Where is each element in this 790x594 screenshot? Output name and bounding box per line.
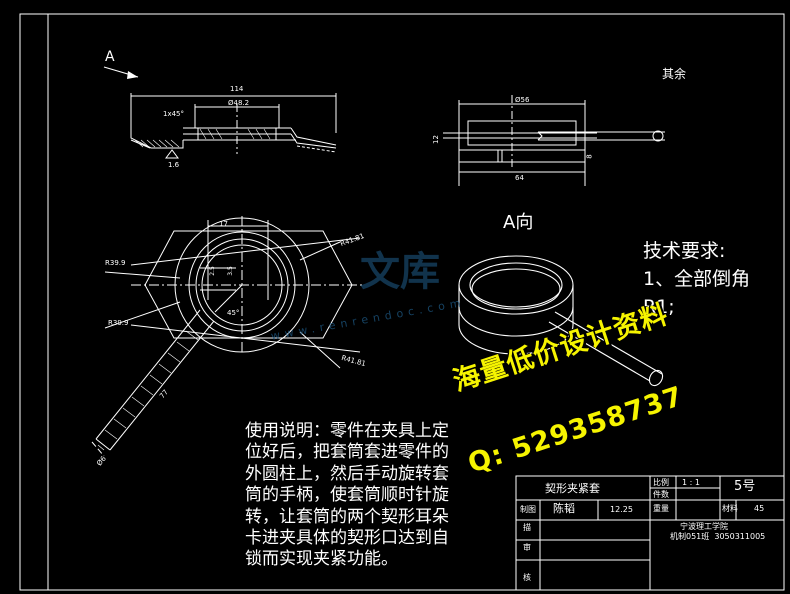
dim-3-5: 3.5: [226, 266, 234, 276]
usage-note: 使用说明：零件在夹具上定位好后，把套筒套进零件的外圆柱上，然后手动旋转套筒的手柄…: [245, 421, 449, 570]
dim-angle-45: 45°: [227, 309, 240, 317]
handle-rod: [91, 309, 215, 457]
dim-chamfer: 1x45°: [163, 110, 185, 118]
tech-requirements-line1: 1、全部倒角: [643, 268, 751, 290]
tech-requirements-line2: R1;: [643, 296, 675, 318]
dim-12: 12: [431, 135, 440, 144]
view-a-arrow: [103, 66, 139, 79]
dim-roughness: 1.6: [168, 161, 180, 169]
collar-side-view: [443, 95, 665, 186]
dim-r39-9-bottom: R39.9: [108, 319, 129, 327]
dim-r39-9-top: R39.9: [105, 259, 126, 267]
tb-check-label: 核: [523, 573, 531, 582]
tb-qty-label: 件数: [653, 490, 669, 499]
dim-dia-48-2: Ø48.2: [228, 99, 250, 107]
tb-scale-value: 1 : 1: [682, 478, 700, 487]
collar-section-view: [130, 93, 337, 159]
title-block: [515, 475, 785, 591]
watermark-brand: 文库: [360, 249, 440, 295]
tb-review-label: 审: [523, 543, 531, 552]
dim-17: 17: [219, 220, 228, 228]
view-a-title: A向: [503, 212, 534, 233]
other-roughness-label: 其余: [662, 67, 687, 81]
tb-class-info: 机制051班 3050311005: [670, 532, 766, 541]
tb-design-label: 描: [523, 523, 531, 532]
tb-date: 12.25: [610, 505, 633, 514]
tb-drawn-label: 制图: [520, 505, 536, 514]
dim-114: 114: [230, 85, 244, 93]
tb-sheet-no: 5号: [734, 479, 756, 494]
inner-border: [47, 13, 785, 591]
tech-requirements-title: 技术要求:: [643, 240, 726, 262]
tb-school: 宁波理工学院: [680, 522, 728, 531]
tb-scale-label: 比例: [653, 478, 669, 487]
dim-8: 8: [585, 154, 594, 159]
view-a-arrow-label: A: [105, 49, 115, 65]
plan-view: [104, 216, 363, 369]
tb-material-value: 45: [754, 504, 765, 513]
isometric-view: [458, 255, 664, 387]
tb-material-label: 材料: [722, 504, 738, 513]
tb-weight-label: 重量: [653, 504, 669, 513]
collar-hatch: [134, 128, 271, 148]
handle-hatch: [97, 330, 199, 451]
tb-part-name: 契形夹紧套: [545, 482, 600, 495]
dim-64: 64: [515, 174, 524, 182]
tb-drawer: 陈韬: [553, 502, 575, 515]
dim-2-5: 2.5: [208, 266, 216, 276]
dim-dia-56: Ø56: [515, 96, 530, 104]
